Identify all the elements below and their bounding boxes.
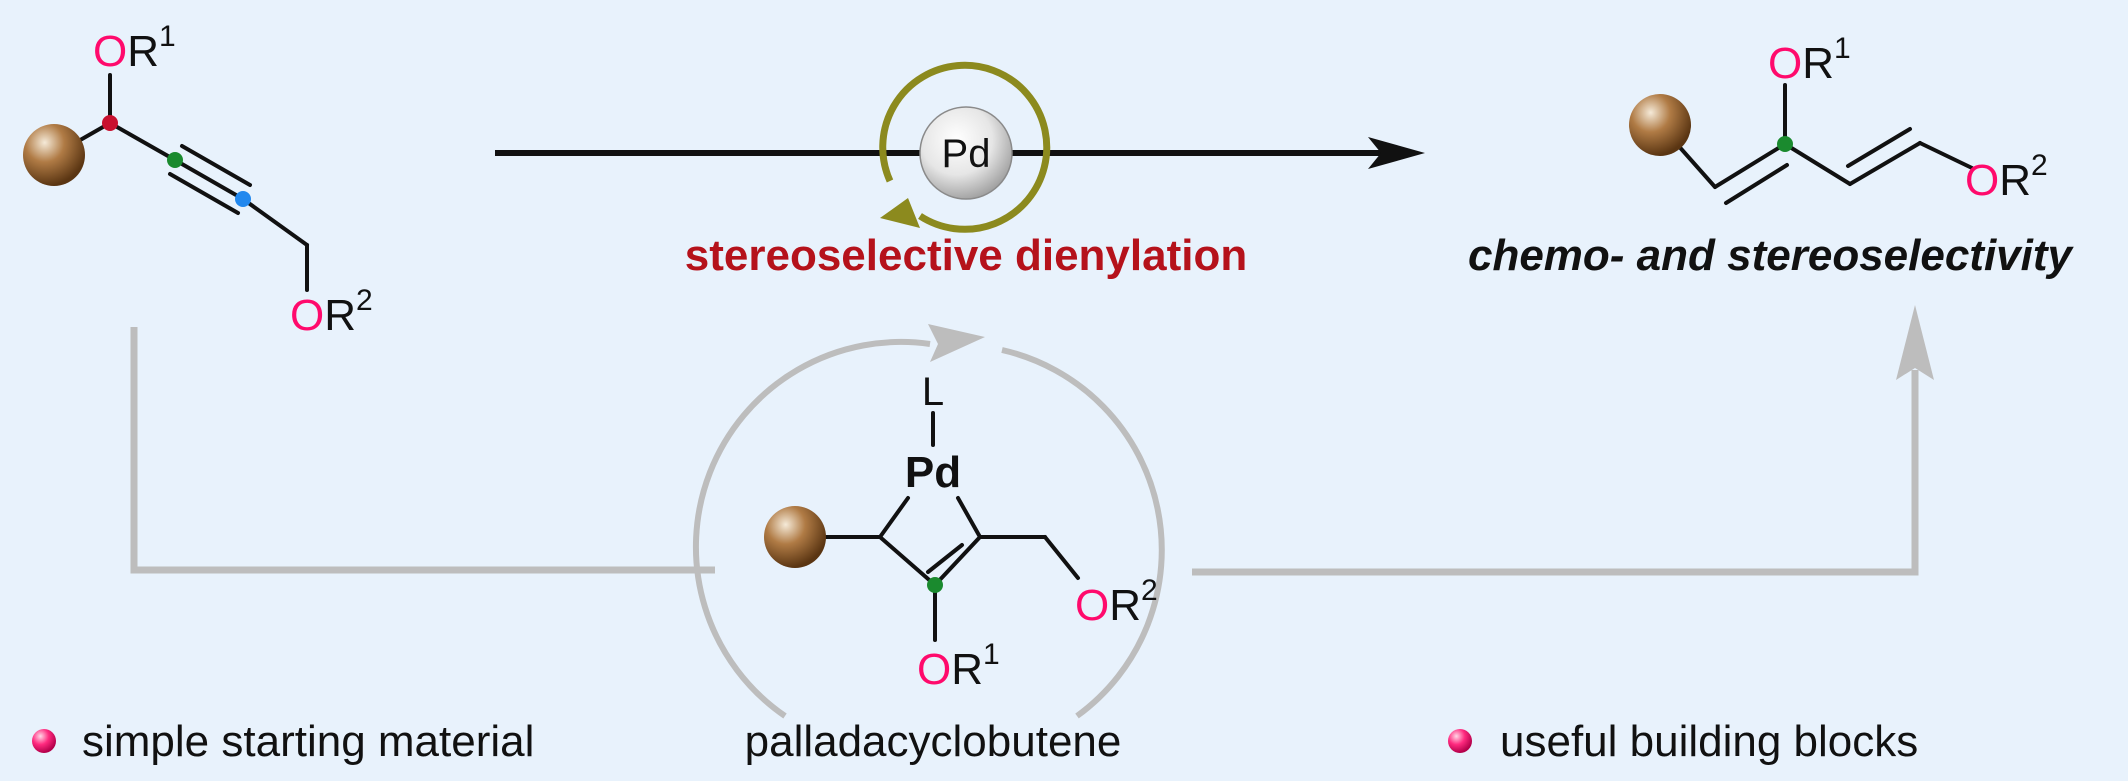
alkyne-carbon-dot [235,191,251,207]
diene-product: OR1 OR2 [1629,32,2048,205]
gray-cycle-arc [692,324,1165,719]
pd-label: Pd [942,132,991,176]
condition-label: stereoselective dienylation [685,231,1247,280]
gray-flow-path [130,305,1934,576]
bullet-icon [32,729,56,753]
pd-metal-label: Pd [905,448,961,497]
diene-carbon-dot [1777,136,1793,152]
palladacyclobutene-structure: L Pd OR2 OR1 [764,370,1158,694]
caption-starting-material: simple starting material [82,717,534,766]
or2-group: OR2 [290,284,373,340]
pd-sphere [919,106,1013,200]
bullet-icon [1448,729,1472,753]
pd-loop-arc [879,61,1051,233]
caption-left: simple starting material [32,717,534,766]
alkyne-carbon-dot [167,152,183,168]
or2-group: OR2 [1075,574,1158,630]
caption-palladacyclobutene: palladacyclobutene [745,717,1122,766]
ring-carbon-dot [927,577,943,593]
pd-loop-arrowhead [880,198,920,228]
gray-up-arrowhead [1896,305,1934,380]
reaction-arrowhead [1368,137,1425,169]
substituent-ball [23,124,85,186]
ligand-label: L [922,370,944,414]
substituent-ball [1629,94,1691,156]
or1-group: OR1 [1768,32,1851,88]
pd-catalyst: Pd [879,61,1051,233]
starting-material: OR1 OR2 [23,20,373,340]
or2-group: OR2 [1965,149,2048,205]
substituent-ball [764,506,826,568]
stereocenter-dot [102,115,118,131]
product-feature-label: chemo- and stereoselectivity [1468,231,2075,280]
or1-group: OR1 [93,20,176,76]
gray-cycle-arrowhead [928,324,985,362]
caption-building-blocks: useful building blocks [1500,717,1918,766]
or1-group: OR1 [917,638,1000,694]
caption-right: useful building blocks [1448,717,1918,766]
